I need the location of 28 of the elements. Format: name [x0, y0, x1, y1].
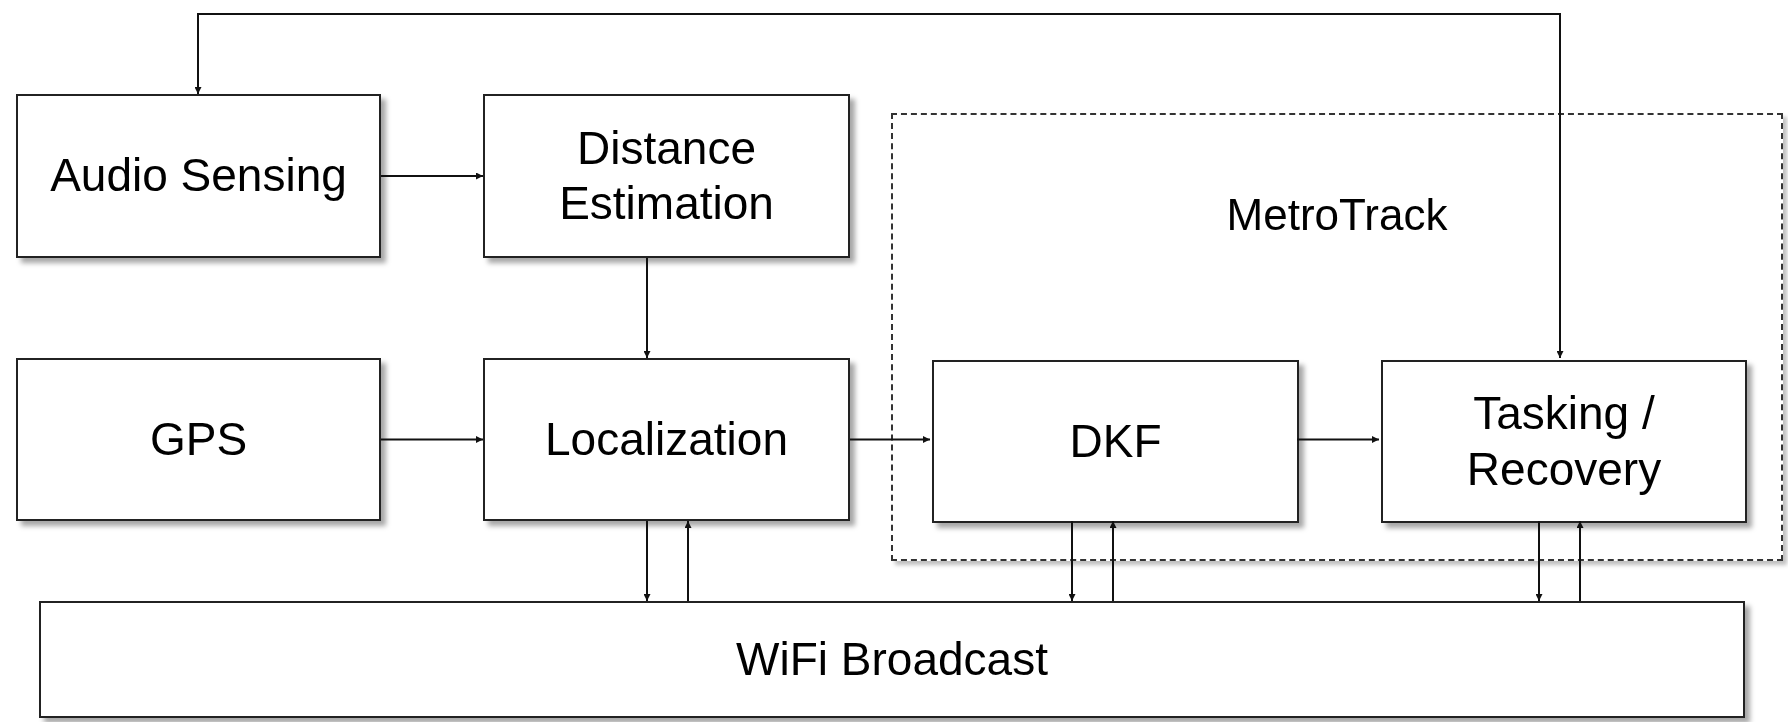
arrow	[684, 520, 692, 602]
process-box	[1381, 360, 1747, 523]
arrow	[1109, 520, 1117, 602]
arrow	[849, 436, 931, 443]
process-box	[483, 358, 850, 521]
arrow	[380, 436, 484, 443]
arrow	[1576, 520, 1584, 602]
box-label: Localization	[545, 411, 788, 467]
process-box	[932, 360, 1299, 523]
process-box	[483, 94, 850, 258]
process-box	[16, 358, 381, 521]
arrow	[643, 520, 651, 602]
box-label: GPS	[149, 411, 248, 467]
box-label: Tasking / Recovery	[1465, 386, 1663, 497]
arrow	[1068, 520, 1076, 602]
arrow	[380, 172, 484, 180]
arrow	[194, 13, 1564, 359]
box-label: DKF	[1069, 413, 1162, 469]
box-label: Distance Estimation	[558, 120, 775, 231]
arrow	[643, 257, 651, 359]
group-label: MetroTrack	[1225, 193, 1449, 237]
arrow	[1296, 436, 1380, 443]
arrow	[1535, 520, 1543, 602]
dashed-group-frame	[891, 113, 1783, 561]
process-box	[39, 601, 1745, 718]
box-label: Audio Sensing	[50, 148, 347, 204]
box-label: WiFi Broadcast	[736, 631, 1048, 687]
process-box	[16, 94, 381, 258]
